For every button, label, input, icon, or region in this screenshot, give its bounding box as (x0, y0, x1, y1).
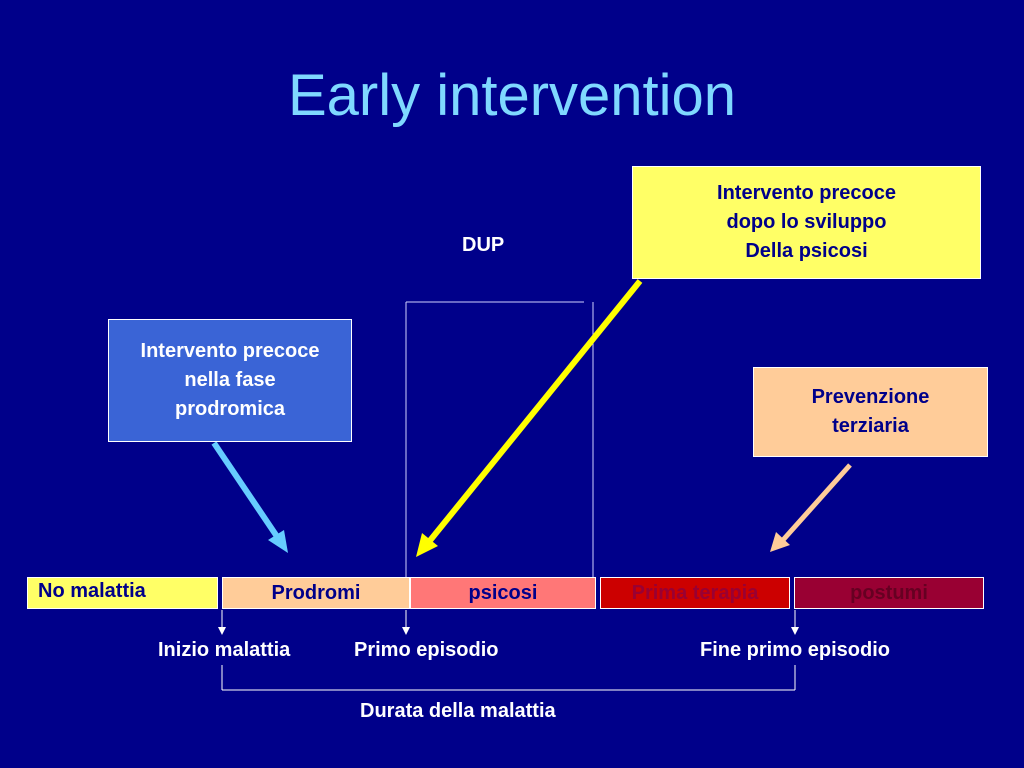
arrow-blue-head (268, 530, 288, 553)
arrow-blue (211, 441, 281, 540)
box-tertiary-prevention: Prevenzione terziaria (753, 367, 988, 457)
arrow-peach-head (770, 532, 790, 552)
box-after-psychosis-line-1: Intervento precoce (717, 182, 896, 204)
box-tertiary-line-2: terziaria (832, 415, 909, 437)
box-after-psychosis-line-2: dopo lo sviluppo (726, 211, 887, 233)
segment-psicosi: psicosi (410, 577, 596, 609)
box-after-psychosis: Intervento precoce dopo lo sviluppo Dell… (632, 166, 981, 279)
box-after-psychosis-line-3: Della psicosi (745, 240, 868, 262)
box-prodromal-line-3: prodromica (174, 398, 286, 420)
box-tertiary-line-1: Prevenzione (811, 386, 930, 408)
label-end-first-episode: Fine primo episodio (700, 639, 891, 661)
label-illness-onset: Inizio malattia (158, 639, 291, 661)
segment-prima-terapia: Prima terapia (600, 577, 790, 609)
segment-no-disease: No malattia (27, 577, 218, 609)
box-prodromal: Intervento precoce nella fase prodromica (108, 319, 352, 442)
label-illness-duration: Durata della malattia (360, 700, 556, 722)
slide-title: Early intervention (287, 63, 737, 128)
tick-first-episode-head (402, 627, 410, 635)
label-first-episode: Primo episodio (354, 639, 499, 661)
tick-end-first-episode-head (791, 627, 799, 635)
box-prodromal-line-1: Intervento precoce (140, 340, 320, 362)
arrow-yellow-head (416, 533, 438, 557)
arrow-yellow (425, 279, 643, 545)
dup-label: DUP (462, 234, 505, 256)
box-prodromal-line-2: nella fase (184, 369, 276, 391)
arrow-peach (781, 463, 852, 542)
segment-postumi: postumi (794, 577, 984, 609)
tick-illness-onset-head (218, 627, 226, 635)
segment-prodromi: Prodromi (222, 577, 410, 609)
